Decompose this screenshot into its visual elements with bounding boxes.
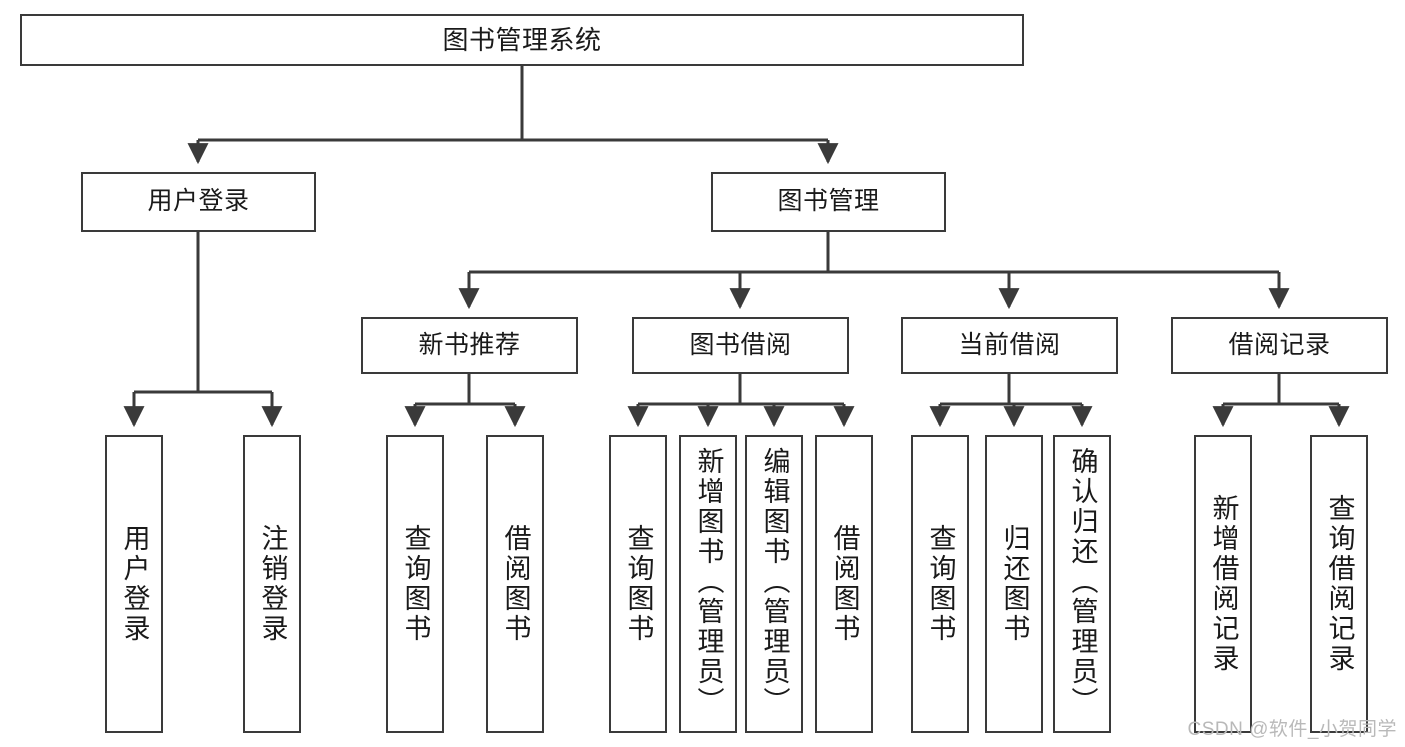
node-label: 用户登录 <box>147 187 250 216</box>
node-label: 图书借阅 <box>689 330 792 359</box>
node-label: 图书管理系统 <box>442 24 602 55</box>
csdn-watermark: CSDN @软件_小贺同学 <box>1187 719 1397 740</box>
node-book-borrow[interactable]: 图书借阅 <box>632 317 849 374</box>
node-label: 借阅图书 <box>500 524 531 644</box>
node-label: 当前借阅 <box>958 330 1061 359</box>
node-new-book-recommend[interactable]: 新书推荐 <box>361 317 578 374</box>
node-root-system[interactable]: 图书管理系统 <box>20 14 1024 66</box>
node-user-login[interactable]: 用户登录 <box>81 172 316 232</box>
node-label: 查询图书 <box>400 524 431 644</box>
node-borrow-record[interactable]: 借阅记录 <box>1171 317 1388 374</box>
node-label: 查询图书 <box>623 524 654 644</box>
node-label: 借阅图书 <box>829 524 860 644</box>
node-leaf-confirm-return-admin[interactable]: 确认归还（管理员） <box>1053 435 1111 733</box>
node-label: 编辑图书（管理员） <box>759 447 790 717</box>
node-label: 新增图书（管理员） <box>693 447 724 717</box>
node-label: 确认归还（管理员） <box>1067 447 1098 717</box>
node-leaf-return-book[interactable]: 归还图书 <box>985 435 1043 733</box>
node-leaf-add-book-admin[interactable]: 新增图书（管理员） <box>679 435 737 733</box>
node-label: 查询图书 <box>925 524 956 644</box>
node-leaf-query-book-current[interactable]: 查询图书 <box>911 435 969 733</box>
node-leaf-query-book-borrow[interactable]: 查询图书 <box>609 435 667 733</box>
node-label: 图书管理 <box>777 187 880 216</box>
node-label: 新书推荐 <box>418 330 521 359</box>
node-leaf-borrow-book-recommend[interactable]: 借阅图书 <box>486 435 544 733</box>
node-leaf-logout-login[interactable]: 注销登录 <box>243 435 301 733</box>
node-label: 用户登录 <box>119 524 150 644</box>
node-label: 注销登录 <box>257 524 288 644</box>
node-leaf-add-borrow-record[interactable]: 新增借阅记录 <box>1194 435 1252 733</box>
node-label: 查询借阅记录 <box>1324 494 1355 674</box>
node-leaf-query-book-recommend[interactable]: 查询图书 <box>386 435 444 733</box>
node-label: 归还图书 <box>999 524 1030 644</box>
node-book-manage[interactable]: 图书管理 <box>711 172 946 232</box>
node-leaf-query-borrow-record[interactable]: 查询借阅记录 <box>1310 435 1368 733</box>
node-label: 借阅记录 <box>1228 330 1331 359</box>
node-label: 新增借阅记录 <box>1208 494 1239 674</box>
node-leaf-borrow-book[interactable]: 借阅图书 <box>815 435 873 733</box>
node-leaf-edit-book-admin[interactable]: 编辑图书（管理员） <box>745 435 803 733</box>
node-current-borrow[interactable]: 当前借阅 <box>901 317 1118 374</box>
node-leaf-user-login[interactable]: 用户登录 <box>105 435 163 733</box>
